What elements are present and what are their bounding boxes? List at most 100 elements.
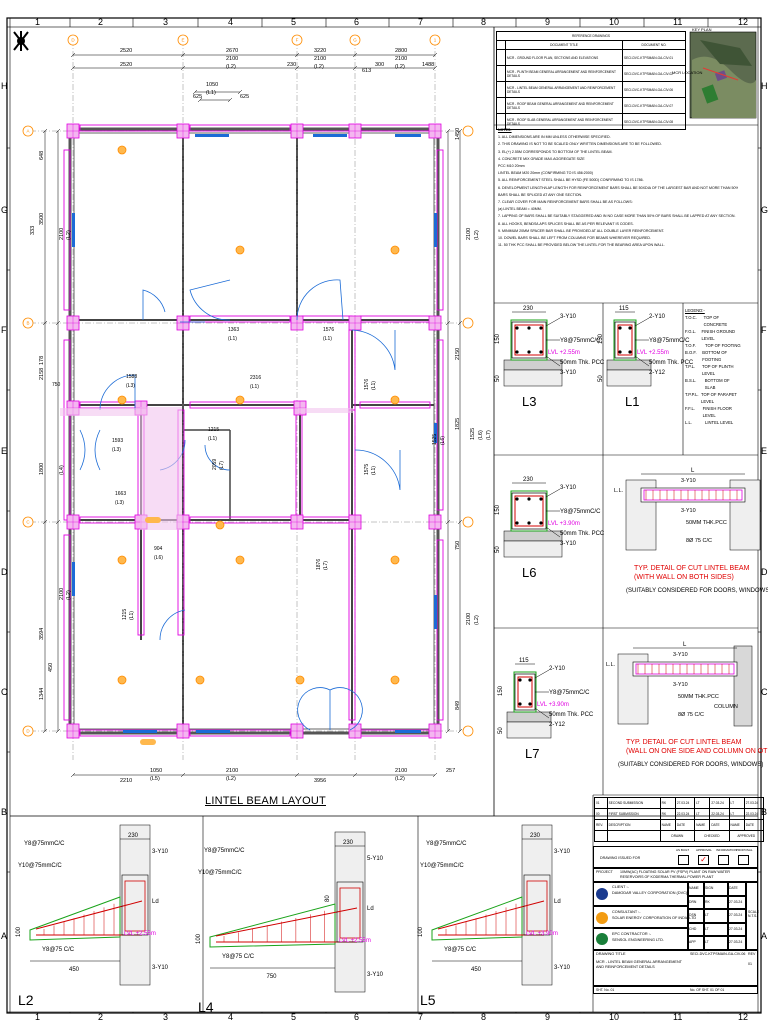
top-bars: 2-Y10 (649, 314, 666, 320)
grid-bubble (390, 245, 400, 255)
dimension-label: 1825 (455, 417, 461, 430)
revision-cell: NAME (694, 819, 711, 831)
rebar-top (618, 326, 622, 330)
beam-level: LVL +3.90m (548, 521, 580, 527)
revision-cell: DATE (709, 819, 730, 831)
dimension-tick (197, 97, 203, 103)
revision-cell: RK (659, 797, 676, 809)
dimension-label: 1215 (208, 427, 220, 433)
grid-row-label: B (1, 807, 8, 817)
grid-row-label: G (761, 205, 768, 215)
grid-bubble (462, 725, 474, 737)
grid-bubble (117, 395, 127, 405)
dimension-label: 904 (154, 546, 163, 552)
note-line: 8. ALL HOOKS, BENDS/LAPS SPLICES SHALL B… (498, 221, 634, 226)
grid-bubble-label: C (26, 520, 30, 525)
legend-meaning: BOTTOM OF FOOTING (702, 350, 728, 362)
ref-row: MCR - ROOF SLAB GENERAL ARRANGEMENT AND … (496, 113, 686, 130)
grid-bubble (235, 555, 245, 565)
section-name: L4 (198, 999, 214, 1015)
window (313, 134, 347, 137)
dimension-label: 230 (287, 62, 297, 68)
grid-row-label: B (761, 807, 768, 817)
section-stirrup (339, 887, 361, 939)
detail-title: TYP. DETAIL OF CUT LINTEL BEAM (626, 739, 742, 746)
ref-row: MCR - ROOF BEAM GENERAL ARRANGEMENT AND … (496, 97, 686, 114)
legend-abbr: F.F.L. (685, 406, 696, 411)
grid-row-label: E (761, 446, 768, 456)
dimension-tick (445, 519, 451, 525)
span: 450 (471, 967, 482, 973)
section-width: 230 (523, 477, 534, 483)
legend-meaning: TOP OF PLINTH LEVEL (702, 364, 734, 376)
stirrup-zone (643, 489, 743, 501)
dimension-label: 613 (362, 68, 372, 74)
top-bars: 3-Y10 (152, 849, 169, 855)
key-plan-tag: MCR LOCATION (672, 70, 703, 75)
section-name: L3 (522, 394, 536, 409)
legend-meaning: LINTEL LEVEL (705, 420, 734, 425)
revision-cell: 22.03.24 (674, 808, 696, 820)
dimension-label: 1576 (364, 378, 370, 390)
signoff-text: NAME (689, 886, 699, 890)
grid-col-label: 11 (673, 17, 683, 27)
dimension-label: (L6) (440, 436, 446, 445)
issue-checkbox[interactable] (718, 855, 729, 865)
issue-checkbox[interactable] (678, 855, 689, 865)
issue-checkbox[interactable]: ✓ (698, 855, 709, 865)
dimension-label: 750 (455, 540, 461, 550)
lintel-tag (145, 517, 161, 523)
pcc-hatch (606, 359, 652, 371)
revision-cell: NAME (728, 819, 745, 831)
signoff-text: DRN (689, 899, 697, 904)
pcc-label: 50mm Thk. PCC (560, 360, 605, 366)
stirrups: Y8@75mmC/C (649, 338, 690, 344)
ref-title: MCR - GROUND FLOOR PLAN, SECTIONS AND EL… (505, 49, 623, 66)
section-depth: 150 (598, 333, 604, 344)
grid-col-label: 7 (418, 1012, 424, 1022)
legend-abbr: B.O.F. (685, 350, 697, 355)
grid-col-label: 2 (98, 17, 104, 27)
span: 450 (69, 967, 80, 973)
dimension-label: 2100 (226, 56, 239, 62)
ref-title: MCR - ROOF BEAM GENERAL ARRANGEMENT AND … (505, 97, 623, 114)
legend-item: T.P.L.TOP OF PLINTH LEVEL (685, 363, 741, 377)
stirrups: Y8@75mmC/C (549, 690, 590, 696)
bottom-bars: 3-Y10 (560, 541, 577, 547)
door-swing (351, 329, 396, 371)
section-depth: 150 (498, 685, 504, 696)
grid-bubble (235, 395, 245, 405)
legend-meaning: FINISH FLOOR LEVEL (702, 406, 732, 418)
grid-bubble (390, 395, 400, 405)
legend-abbr: T.O.F. (685, 343, 696, 348)
signoff-text: DSN (689, 913, 697, 918)
dimension-label: (L2) (395, 64, 405, 70)
signoff-cell (728, 895, 746, 910)
signoff-text: SIGN (705, 886, 714, 890)
issue-option-label: PROPOSAL (736, 848, 753, 852)
wall-hatch (503, 540, 563, 558)
dimension-label: 2800 (395, 48, 408, 54)
legend-meaning: TOP OF CONCRETE (703, 315, 728, 327)
dimension-label: 1525 (432, 433, 438, 445)
wall-hatch (334, 831, 366, 993)
leader (545, 317, 561, 327)
dimension-label: 1050 (150, 768, 163, 774)
revision-group-cell (594, 830, 608, 842)
rev-label: REV (748, 952, 756, 956)
grid-col-label: 8 (481, 17, 487, 27)
dimension-tick (432, 65, 438, 71)
section-name: L2 (18, 992, 34, 1008)
signoff-text: APP (689, 940, 696, 945)
legend-abbr: B.S.L. (685, 378, 697, 383)
wall-hatch (521, 824, 553, 986)
ref-row: MCR - LINTEL BEAM GENERAL ARRANGEMENT AN… (496, 81, 686, 98)
rebar-bottom (515, 521, 519, 525)
section-stirrup (526, 880, 548, 932)
section-width: 230 (343, 840, 354, 846)
dimension-label: (L6) (478, 430, 484, 440)
issue-checkbox[interactable] (738, 855, 749, 865)
note-line: 1. ALL DIMENSIONS ARE IN MM UNLESS OTHER… (498, 135, 611, 140)
stirrup-zone (635, 663, 735, 675)
